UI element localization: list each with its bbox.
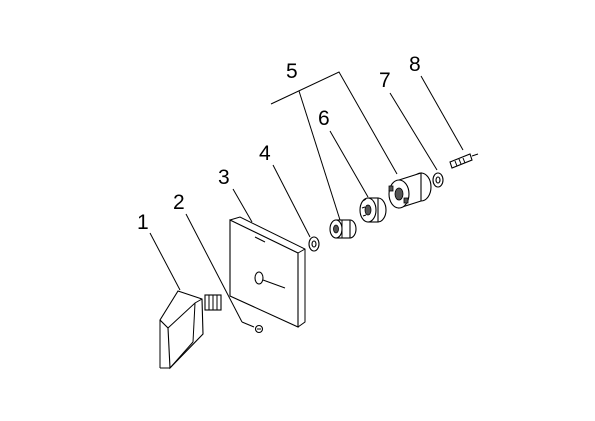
part-4-washer <box>308 236 320 252</box>
callout-3: 3 <box>218 166 230 189</box>
part-3-cover-plate <box>229 216 306 328</box>
part-2-screw <box>241 321 264 334</box>
part-1-handle <box>159 290 222 370</box>
callout-4: 4 <box>259 142 271 165</box>
callout-5: 5 <box>286 60 298 83</box>
callout-6: 6 <box>318 107 330 130</box>
part-5-bushing <box>329 219 357 239</box>
part-8-pin <box>449 153 479 169</box>
part-6-splined-ring <box>359 197 387 223</box>
callout-2: 2 <box>173 191 185 214</box>
callout-7: 7 <box>379 69 391 92</box>
callout-8: 8 <box>409 53 421 76</box>
callout-1: 1 <box>137 211 149 234</box>
part-7-cartridge <box>388 172 444 209</box>
leader-lines <box>149 71 464 323</box>
